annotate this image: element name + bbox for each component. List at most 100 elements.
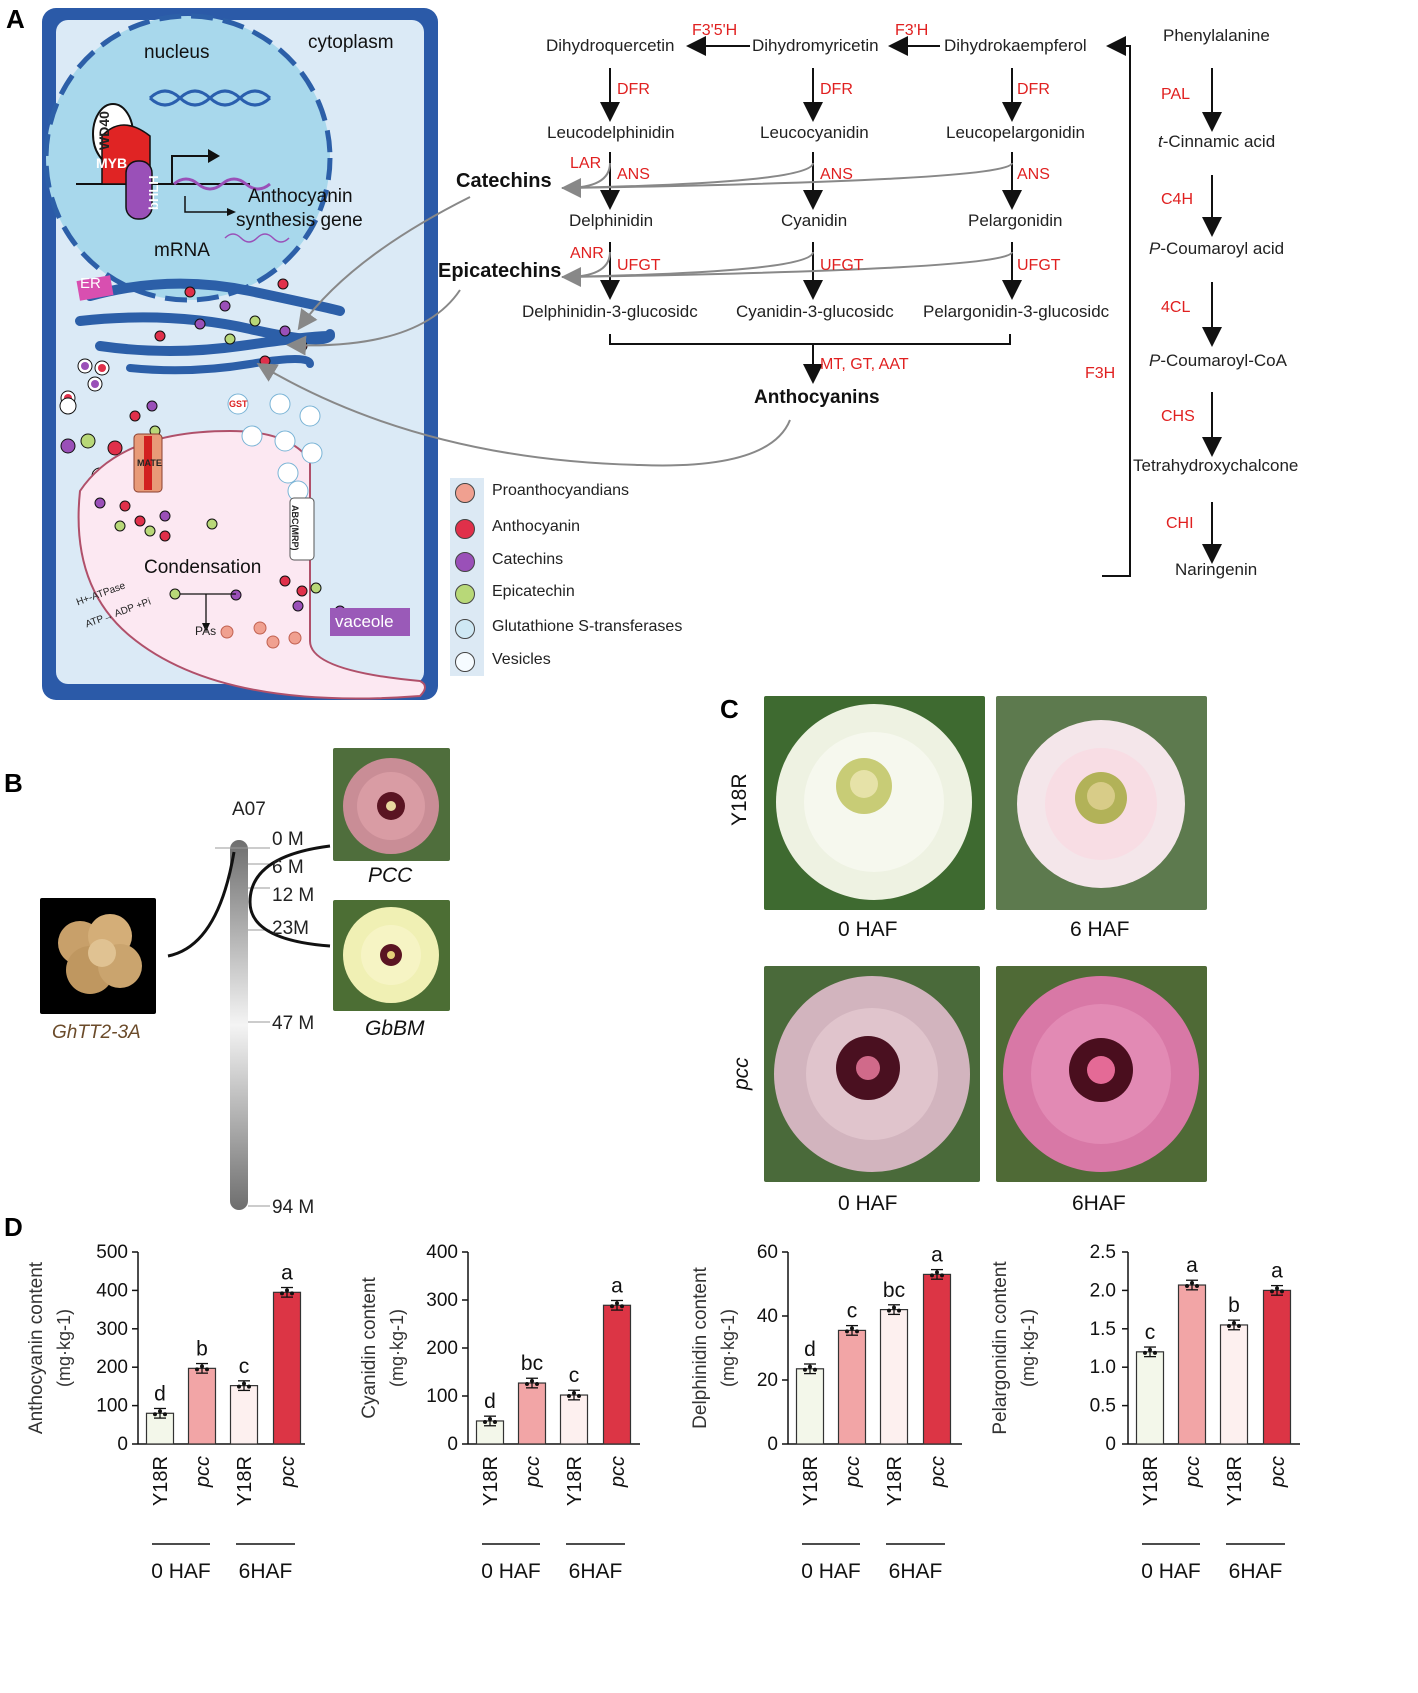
data-point xyxy=(813,1367,817,1372)
bar xyxy=(517,1382,547,1445)
data-point xyxy=(1227,1323,1231,1328)
data-point xyxy=(577,1394,581,1399)
data-point xyxy=(892,1305,896,1310)
gbbm-label: GbBM xyxy=(365,1017,425,1040)
y-tick-label: 2.5 xyxy=(1090,1242,1116,1263)
bar xyxy=(1177,1284,1207,1445)
legend-label: Proanthocyandians xyxy=(492,482,629,499)
pcc-0haf-photo xyxy=(764,966,980,1182)
data-point xyxy=(935,1270,939,1275)
legend-label: Vesicles xyxy=(492,651,551,668)
y-tick-label: 200 xyxy=(96,1357,128,1378)
legend-swatch xyxy=(455,619,475,639)
tick-12m: 12 M xyxy=(272,885,315,906)
tetrahydroxychalcone: Tetrahydroxychalcone xyxy=(1133,456,1299,475)
y-tick-label: 300 xyxy=(96,1319,128,1340)
svg-text:(mg·kg-1): (mg·kg-1) xyxy=(387,1309,407,1387)
enzyme-f3h: F3H xyxy=(1085,365,1116,382)
enzyme-chs: CHS xyxy=(1161,408,1195,425)
y-axis-label: Delphinidin content(mg·kg-1) xyxy=(690,1266,738,1428)
svg-text:(mg·kg-1): (mg·kg-1) xyxy=(54,1309,74,1387)
tick-6m: 6 M xyxy=(272,857,304,878)
enzyme-anr: ANR xyxy=(570,245,604,262)
pas-label: PAs xyxy=(195,624,217,638)
data-point xyxy=(1270,1289,1274,1294)
enzyme-ufgt-1: UFGT xyxy=(617,257,661,274)
gst-label: GST xyxy=(229,399,248,409)
data-point xyxy=(897,1308,901,1313)
category-label: pcc xyxy=(192,1456,214,1488)
significance-letter: d xyxy=(484,1390,496,1413)
group-label: 0 HAF xyxy=(151,1560,211,1583)
bar xyxy=(272,1291,302,1445)
legend-label: Anthocyanin xyxy=(492,518,581,535)
data-point xyxy=(483,1419,487,1424)
significance-letter: a xyxy=(931,1244,943,1267)
svg-text:Pelargonidin content: Pelargonidin content xyxy=(990,1261,1011,1435)
gst-cluster xyxy=(227,393,323,502)
data-point xyxy=(158,1409,162,1414)
bar xyxy=(879,1308,909,1445)
svg-text:Cyanidin content: Cyanidin content xyxy=(359,1277,380,1419)
vacuole-dots xyxy=(94,497,346,649)
significance-letter: a xyxy=(1271,1260,1283,1283)
bar xyxy=(837,1329,867,1445)
mrna-label: mRNA xyxy=(154,240,210,261)
data-point xyxy=(620,1304,624,1309)
enzyme-dfr-3: DFR xyxy=(1017,81,1050,98)
data-point xyxy=(153,1412,157,1417)
significance-letter: c xyxy=(1145,1321,1156,1344)
y-tick-label: 100 xyxy=(426,1386,458,1407)
y-tick-label: 100 xyxy=(96,1396,128,1417)
er-membranes xyxy=(75,278,345,375)
enzyme-ufgt-2: UFGT xyxy=(820,257,864,274)
data-point xyxy=(940,1273,944,1278)
leucocyanidin: Leucocyanidin xyxy=(760,123,869,142)
data-point xyxy=(845,1329,849,1334)
data-point xyxy=(285,1288,289,1293)
significance-letter: c xyxy=(569,1364,580,1387)
data-point xyxy=(808,1364,812,1369)
pcc-flower-photo xyxy=(333,748,450,861)
data-point xyxy=(535,1382,539,1387)
svg-text:Anthocyanin content: Anthocyanin content xyxy=(26,1261,47,1434)
legend-swatch xyxy=(455,552,475,572)
category-label: Y18R xyxy=(234,1456,256,1506)
naringenin: Naringenin xyxy=(1175,560,1258,579)
group-label: 0 HAF xyxy=(1141,1560,1201,1583)
cyanidin-3-glucoside: Cyanidin-3-glucosidc xyxy=(736,302,894,321)
panel-c-label: C xyxy=(720,694,739,724)
data-point xyxy=(1195,1284,1199,1289)
enzyme-dfr-1: DFR xyxy=(617,81,650,98)
group-label: 6HAF xyxy=(239,1560,293,1583)
tick-0m: 0 M xyxy=(272,829,304,850)
significance-letter: a xyxy=(1186,1254,1198,1277)
y-tick-label: 400 xyxy=(426,1242,458,1263)
tick-47m: 47 M xyxy=(272,1013,315,1034)
group-label: 6HAF xyxy=(1229,1560,1283,1583)
y-tick-label: 200 xyxy=(426,1338,458,1359)
tick-23m: 23M xyxy=(272,918,309,939)
gene-label-1: Anthocyanin xyxy=(248,186,353,207)
bar xyxy=(602,1304,632,1445)
data-point xyxy=(567,1394,571,1399)
data-point xyxy=(850,1326,854,1331)
y-tick-label: 60 xyxy=(757,1242,778,1263)
leucopelargonidin: Leucopelargonidin xyxy=(946,123,1085,142)
dihydroquercetin: Dihydroquercetin xyxy=(546,36,675,55)
y-tick-label: 1.0 xyxy=(1090,1357,1116,1378)
ghtt2-photo xyxy=(40,898,156,1014)
epicatechins-node: Epicatechins xyxy=(438,260,562,282)
data-point xyxy=(242,1381,246,1386)
y-tick-label: 40 xyxy=(757,1306,778,1327)
bar xyxy=(187,1367,217,1445)
pelargonidin: Pelargonidin xyxy=(968,211,1063,230)
group-label: 0 HAF xyxy=(801,1560,861,1583)
data-point xyxy=(930,1273,934,1278)
bar xyxy=(559,1394,589,1445)
svg-text:Delphinidin content: Delphinidin content xyxy=(690,1266,711,1428)
nucleus-label: nucleus xyxy=(144,42,210,63)
significance-letter: a xyxy=(281,1262,293,1285)
y-axis-label: Anthocyanin content (mg·kg-1) xyxy=(26,1261,74,1434)
category-label: pcc xyxy=(927,1456,949,1488)
